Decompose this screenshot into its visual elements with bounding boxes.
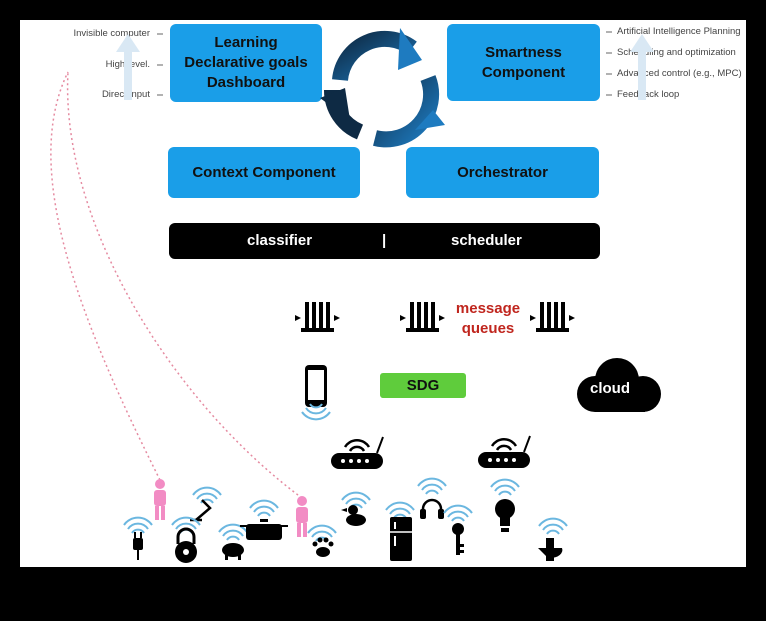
sdg-box: SDG [380,373,466,398]
label-feedback-loop: Feedback loop [617,89,680,100]
wifi-icon [192,486,222,504]
paw-icon [312,537,334,557]
right-up-arrow-icon [630,34,654,100]
person-icon [154,479,166,520]
dotted-link-lines [50,71,303,499]
wifi-icon [385,501,415,519]
toilet-icon [538,538,563,561]
duck-icon [341,505,366,526]
message-queues-line-1: message [455,300,521,317]
label-advanced-control: Advanced control (e.g., MPC) [617,68,742,79]
lock-icon [175,527,197,563]
queue-icon [400,302,445,332]
left-up-arrow-icon [116,34,140,100]
wifi-icon [249,499,279,517]
learning-line-2: Declarative goals [184,54,308,71]
wifi-icon [123,516,153,534]
pot-icon [240,519,288,540]
queue-icon [530,302,575,332]
lamp-icon [190,499,212,522]
diagram-panel: Invisible computer High level. Direct in… [20,20,746,567]
label-ai-planning: Artificial Intelligence Planning [617,26,741,37]
context-component-box: Context Component [168,147,360,198]
message-queues-label: message queues [448,299,528,339]
learning-line-3: Dashboard [206,74,286,91]
phone-icon [305,365,327,407]
person-icon [296,496,308,537]
classifier-scheduler-bar: classifier | scheduler [169,223,600,259]
bulb-icon [495,499,515,532]
queue-icon [295,302,340,332]
key-icon [452,523,464,555]
smartness-line-1: Smartness [485,43,562,61]
cycle-arrows-icon [320,28,445,148]
smartness-box: Smartness Component [447,24,600,101]
wifi-icon [341,491,371,509]
label-scheduling: Scheduling and optimization [617,47,736,58]
diagram-graphics [50,28,661,563]
classifier-label: classifier [247,232,313,249]
label-invisible-computer: Invisible computer [73,28,150,39]
fridge-icon [390,517,412,561]
headphones-icon [420,498,444,519]
wifi-icon [443,504,473,522]
learning-box: Learning Declarative goals Dashboard [170,24,322,102]
router-icon [329,435,385,471]
router-icon [476,434,532,470]
cloud-label: cloud [590,380,630,397]
wifi-icon [490,478,520,496]
orchestrator-box: Orchestrator [406,147,599,198]
bar-divider: | [382,232,387,249]
smartness-line-2: Component [481,63,566,81]
cloud-icon [577,358,661,412]
pig-icon [222,543,244,560]
message-queues-line-2: queues [461,320,515,337]
learning-line-1: Learning [214,34,278,51]
scheduler-label: scheduler [451,232,522,249]
wifi-icon [538,517,568,535]
plug-icon [133,532,143,560]
wifi-icon [417,477,447,495]
wifi-icon [171,516,201,534]
